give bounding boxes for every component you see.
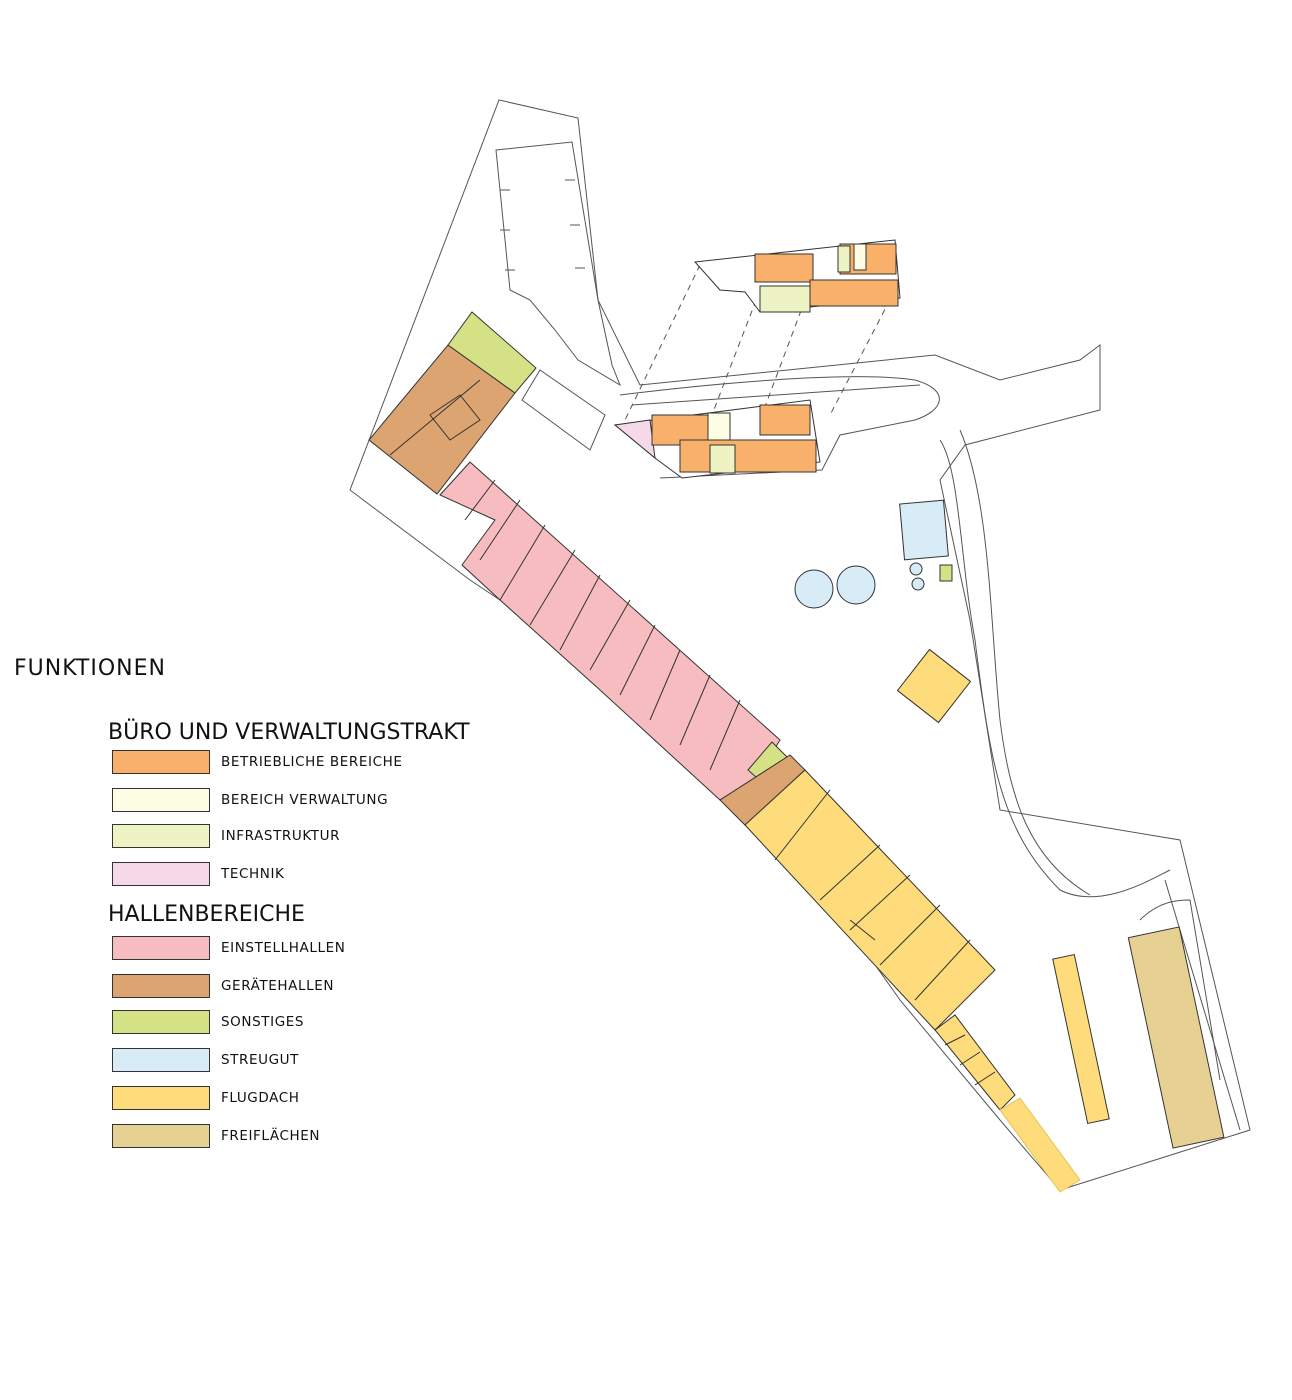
- swatch-flugdach: [112, 1086, 210, 1110]
- flugdach-main: [744, 769, 996, 1031]
- flugdach-tail-dividers: [944, 1034, 996, 1086]
- legend-item-betriebliche-bereiche: BETRIEBLICHE BEREICHE: [112, 750, 512, 776]
- office-upper-room-2: [759, 285, 811, 313]
- legend-item-freiflaechen: FREIFLÄCHEN: [112, 1124, 512, 1150]
- legend-heading: FUNKTIONEN: [14, 656, 166, 681]
- office-lower-room-5: [709, 444, 736, 474]
- legend-label: TECHNIK: [221, 866, 285, 882]
- einstellhallen-dividers: [464, 479, 741, 771]
- freiflaechen-south: [1127, 926, 1225, 1149]
- legend-item-sonstiges: SONSTIGES: [112, 1010, 512, 1036]
- small-enclosure: [521, 369, 606, 451]
- swatch-streugut: [112, 1048, 210, 1072]
- swatch-betriebliche-bereiche: [112, 750, 210, 774]
- office-upper-room-1: [754, 253, 814, 283]
- geraetehalle-nw-inner: [429, 394, 481, 441]
- technik-room: [613, 419, 656, 460]
- swatch-infrastruktur: [112, 824, 210, 848]
- flugdach-dividers: [774, 789, 971, 1001]
- legend-label: EINSTELLHALLEN: [221, 940, 346, 956]
- flugdach-end: [999, 1097, 1081, 1193]
- swatch-freiflaechen: [112, 1124, 210, 1148]
- legend-label: BETRIEBLICHE BEREICHE: [221, 754, 403, 770]
- legend-label: INFRASTRUKTUR: [221, 828, 341, 844]
- office-lower-room-3: [759, 404, 811, 436]
- parking-outline: [495, 141, 622, 387]
- streugut-tank-2: [911, 577, 925, 591]
- legend-label: BEREICH VERWALTUNG: [221, 792, 389, 808]
- parking-notches: [500, 179, 585, 271]
- legend-item-technik: TECHNIK: [112, 862, 512, 888]
- office-lower-room-4: [679, 439, 817, 473]
- legend-group-title-halls: HALLENBEREICHE: [108, 902, 305, 927]
- projection-lines: [624, 264, 896, 421]
- legend-item-flugdach: FLUGDACH: [112, 1086, 512, 1112]
- sonstiges-east: [939, 564, 953, 582]
- access-road: [619, 376, 940, 479]
- sonstiges-nw: [447, 311, 537, 394]
- office-lower-room-2: [707, 412, 731, 444]
- office-upper-room-3: [809, 279, 899, 307]
- streugut-tank-1: [909, 562, 923, 576]
- legend-item-infrastruktur: INFRASTRUKTUR: [112, 824, 512, 850]
- legend-item-streugut: STREUGUT: [112, 1048, 512, 1074]
- streugut-silo-1: [794, 569, 834, 609]
- access-road-inner: [631, 384, 921, 406]
- flugdach-square: [896, 648, 972, 724]
- south-road-inner: [1164, 879, 1241, 1131]
- legend-label: SONSTIGES: [221, 1014, 305, 1030]
- streugut-silo-2: [836, 565, 876, 605]
- streugut-box: [899, 499, 949, 561]
- flugdach-south: [1052, 953, 1110, 1125]
- legend-item-bereich-verwaltung: BEREICH VERWALTUNG: [112, 788, 512, 814]
- legend-item-einstellhallen: EINSTELLHALLEN: [112, 936, 512, 962]
- geraetehalle-nw-divider: [389, 379, 481, 456]
- legend-label: STREUGUT: [221, 1052, 299, 1068]
- legend-group-title-office: BÜRO UND VERWALTUNGSTRAKT: [108, 720, 470, 745]
- swatch-bereich-verwaltung: [112, 788, 210, 812]
- legend-item-geraetehallen: GERÄTEHALLEN: [112, 974, 512, 1000]
- swatch-einstellhallen: [112, 936, 210, 960]
- east-road-inner: [959, 429, 1091, 896]
- east-road: [939, 439, 1171, 898]
- legend-label: GERÄTEHALLEN: [221, 978, 335, 994]
- office-upper-room-6: [853, 243, 867, 271]
- swatch-sonstiges: [112, 1010, 210, 1034]
- legend-label: FLUGDACH: [221, 1090, 300, 1106]
- swatch-geraetehallen: [112, 974, 210, 998]
- flugdach-tail: [934, 1014, 1016, 1111]
- office-upper-room-5: [837, 245, 851, 273]
- legend-label: FREIFLÄCHEN: [221, 1128, 321, 1144]
- swatch-technik: [112, 862, 210, 886]
